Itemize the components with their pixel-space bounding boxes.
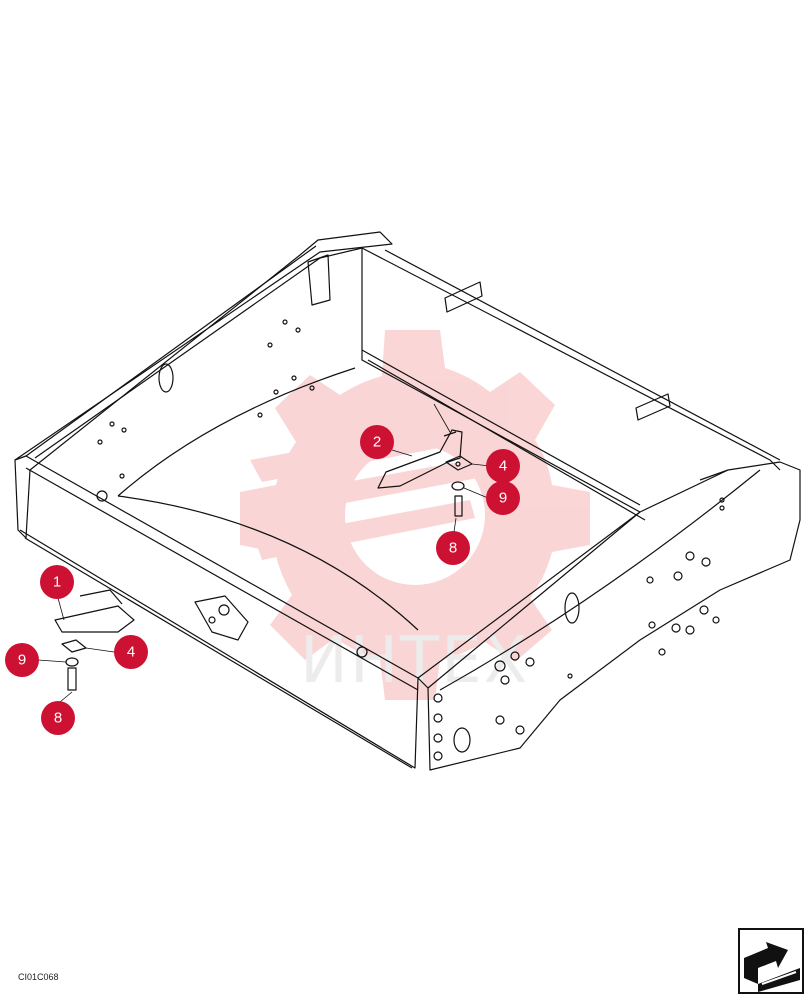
callout-4-bottom[interactable]: 4	[114, 635, 148, 669]
callout-8-bottom-label: 8	[54, 710, 62, 727]
callout-8-bottom[interactable]: 8	[41, 701, 75, 735]
callout-1[interactable]: 1	[40, 565, 74, 599]
callout-8-top[interactable]: 8	[436, 531, 470, 565]
watermark-text: ИНТЕХ	[300, 624, 529, 698]
callout-4-top-label: 4	[499, 458, 507, 475]
callouts: 1 2 4 4 8 8 9 9	[5, 425, 520, 735]
callout-9-bottom[interactable]: 9	[5, 643, 39, 677]
callout-4-top[interactable]: 4	[486, 449, 520, 483]
callout-8-top-label: 8	[449, 540, 457, 557]
drawing-code: CI01C068	[18, 972, 59, 982]
callout-9-top-label: 9	[499, 490, 507, 507]
callout-4-bottom-label: 4	[127, 644, 135, 661]
callout-2[interactable]: 2	[360, 425, 394, 459]
frame-drawing	[14, 231, 801, 771]
callout-2-label: 2	[373, 434, 381, 451]
callout-9-top[interactable]: 9	[486, 481, 520, 515]
callout-1-label: 1	[53, 574, 61, 591]
watermark: ИНТЕХ	[240, 330, 590, 700]
next-page-arrow-icon[interactable]	[738, 928, 804, 994]
callout-9-bottom-label: 9	[18, 652, 26, 669]
